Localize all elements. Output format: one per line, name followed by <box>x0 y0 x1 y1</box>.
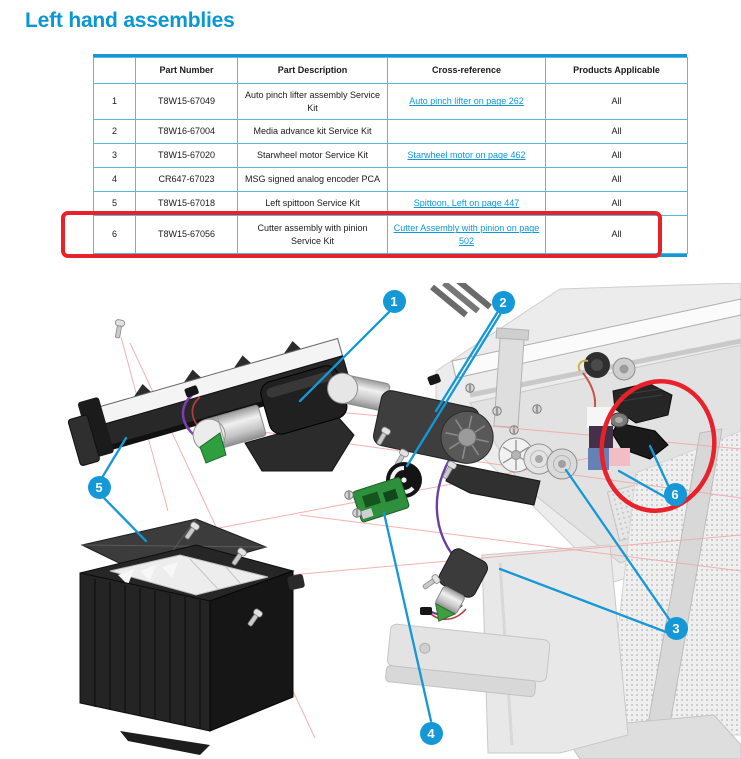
column-header: Products Applicable <box>545 57 688 84</box>
cross-reference-cell: Auto pinch lifter on page 262 <box>387 83 546 120</box>
products-cell: All <box>545 167 688 192</box>
printer-stand <box>385 428 741 759</box>
row-number-cell: 4 <box>93 167 136 192</box>
part-description-cell: Starwheel motor Service Kit <box>237 143 388 168</box>
callout-5: 5 <box>87 475 111 499</box>
part-description-cell: MSG signed analog encoder PCA <box>237 167 388 192</box>
gear-discs <box>498 437 578 480</box>
callout-6: 6 <box>663 482 687 506</box>
column-header: Part Description <box>237 57 388 84</box>
row-number-cell: 3 <box>93 143 136 168</box>
starwheel-motor <box>420 548 488 622</box>
cross-reference-cell: Spittoon, Left on page 447 <box>387 191 546 216</box>
cross-reference-cell: Cutter Assembly with pinion on page 502 <box>387 215 546 254</box>
part-number-cell: T8W15-67020 <box>135 143 238 168</box>
part-description-cell: Left spittoon Service Kit <box>237 191 388 216</box>
pinch-lifter-motor <box>181 365 355 472</box>
products-cell: All <box>545 215 688 254</box>
callout-4: 4 <box>419 721 443 745</box>
part-number-cell: T8W15-67018 <box>135 191 238 216</box>
cross-reference-cell: Starwheel motor on page 462 <box>387 143 546 168</box>
part-description-cell: Cutter assembly with pinion Service Kit <box>237 215 388 254</box>
row-number-cell: 2 <box>93 119 136 144</box>
column-header: Cross-reference <box>387 57 546 84</box>
products-cell: All <box>545 143 688 168</box>
part-description-cell: Media advance kit Service Kit <box>237 119 388 144</box>
callout-1: 1 <box>382 289 406 313</box>
spittoon-box <box>79 518 305 755</box>
overlay-pink <box>609 448 630 466</box>
products-cell: All <box>545 119 688 144</box>
callout-3: 3 <box>664 616 688 640</box>
encoder-pca <box>344 477 410 523</box>
cross-reference-link[interactable]: Cutter Assembly with pinion on page 502 <box>393 223 540 246</box>
cross-reference-link[interactable]: Spittoon, Left on page 447 <box>413 198 520 209</box>
leader-lines <box>101 310 671 723</box>
cross-reference-link[interactable]: Starwheel motor on page 462 <box>407 150 526 161</box>
exploded-diagram: 1 2 3 4 5 6 <box>0 283 741 759</box>
products-cell: All <box>545 83 688 120</box>
page-title: Left hand assemblies <box>25 9 235 32</box>
row-number-cell: 6 <box>93 215 136 254</box>
callout-2: 2 <box>491 290 515 314</box>
part-number-cell: T8W15-67049 <box>135 83 238 120</box>
red-ellipse-highlight <box>599 379 717 513</box>
column-header: Part Number <box>135 57 238 84</box>
column-header <box>93 57 136 84</box>
cross-reference-cell <box>387 167 546 192</box>
part-number-cell: CR647-67023 <box>135 167 238 192</box>
row-number-cell: 1 <box>93 83 136 120</box>
part-number-cell: T8W16-67004 <box>135 119 238 144</box>
products-cell: All <box>545 191 688 216</box>
callout-layer: 1 2 3 4 5 6 <box>0 283 741 759</box>
part-description-cell: Auto pinch lifter assembly Service Kit <box>237 83 388 120</box>
part-number-cell: T8W15-67056 <box>135 215 238 254</box>
cross-reference-cell <box>387 119 546 144</box>
row-number-cell: 5 <box>93 191 136 216</box>
cross-reference-link[interactable]: Auto pinch lifter on page 262 <box>409 96 524 107</box>
exploded-diagram-art <box>67 283 741 759</box>
